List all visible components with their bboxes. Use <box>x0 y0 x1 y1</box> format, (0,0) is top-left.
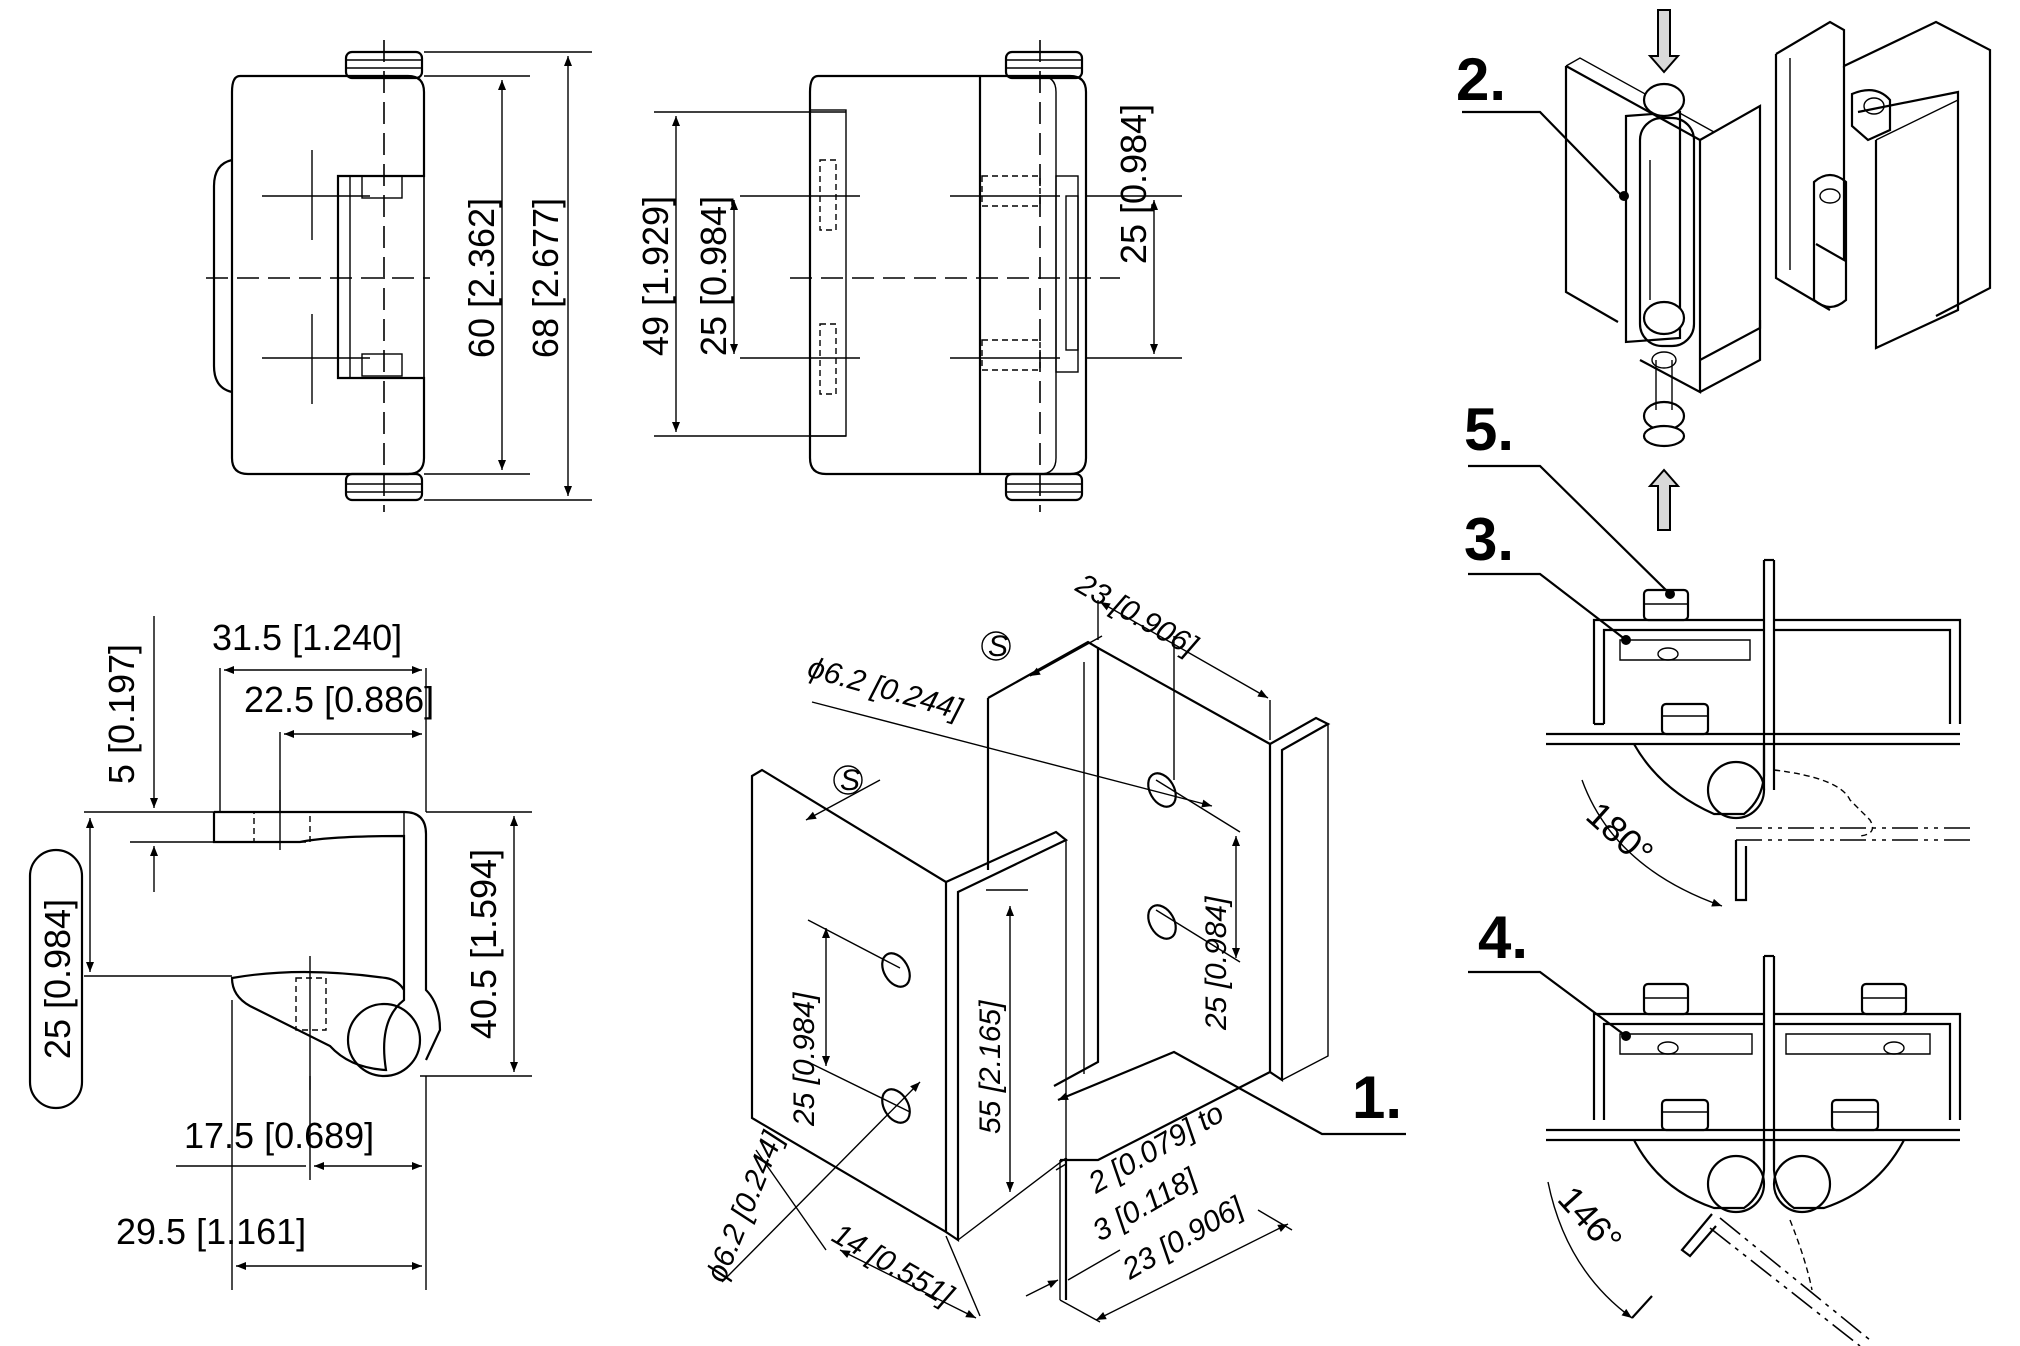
dim-25-circled: 25 [0.984] <box>37 899 78 1059</box>
section-view-180 <box>1468 464 1970 907</box>
thickness-s-1: S <box>840 764 860 797</box>
dim-31-5: 31.5 [1.240] <box>212 617 402 658</box>
section-view-146 <box>1468 954 1962 1346</box>
dim-5: 5 [0.197] <box>101 644 142 784</box>
side-view <box>28 616 532 1290</box>
dim-23-top: 23 [0.906] <box>1070 567 1204 663</box>
angle-146: 146° <box>1550 1178 1630 1261</box>
dim-49: 49 [1.929] <box>635 196 676 356</box>
dim-22-5: 22.5 [0.886] <box>244 679 434 720</box>
step-5-label: 5. <box>1464 396 1514 463</box>
dim-14: 14 [0.551] <box>827 1217 960 1313</box>
thickness-s-2: S <box>988 630 1008 663</box>
callout-1-leader <box>1057 1050 1406 1136</box>
dim-55: 55 [2.165] <box>974 1000 1007 1134</box>
dim-17-5: 17.5 [0.689] <box>184 1115 374 1156</box>
dim-25-left: 25 [0.984] <box>693 196 734 356</box>
dim-40-5: 40.5 [1.594] <box>463 849 504 1039</box>
step-3-label: 3. <box>1464 506 1514 573</box>
assembly-view <box>1462 9 1992 531</box>
dim-phi-top: ϕ6.2 [0.244] <box>804 651 966 727</box>
dim-68: 68 [2.677] <box>525 198 566 358</box>
angle-180: 180° <box>1579 793 1662 873</box>
dim-25-iso-right: 25 [0.984] <box>1200 896 1233 1031</box>
dim-phi-bottom: ϕ6.2 [0.244] <box>700 1127 790 1287</box>
dim-29-5: 29.5 [1.161] <box>116 1211 306 1252</box>
step-1-label: 1. <box>1352 1064 1402 1131</box>
dim-60: 60 [2.362] <box>461 198 502 358</box>
step-2-label: 2. <box>1456 46 1506 113</box>
isometric-view <box>721 600 1331 1323</box>
front-view-center <box>654 40 1182 512</box>
dim-25-right: 25 [0.984] <box>1113 104 1154 264</box>
front-view-left <box>206 40 592 512</box>
dim-25-iso-left: 25 [0.984] <box>788 992 821 1127</box>
step-4-label: 4. <box>1478 904 1528 971</box>
